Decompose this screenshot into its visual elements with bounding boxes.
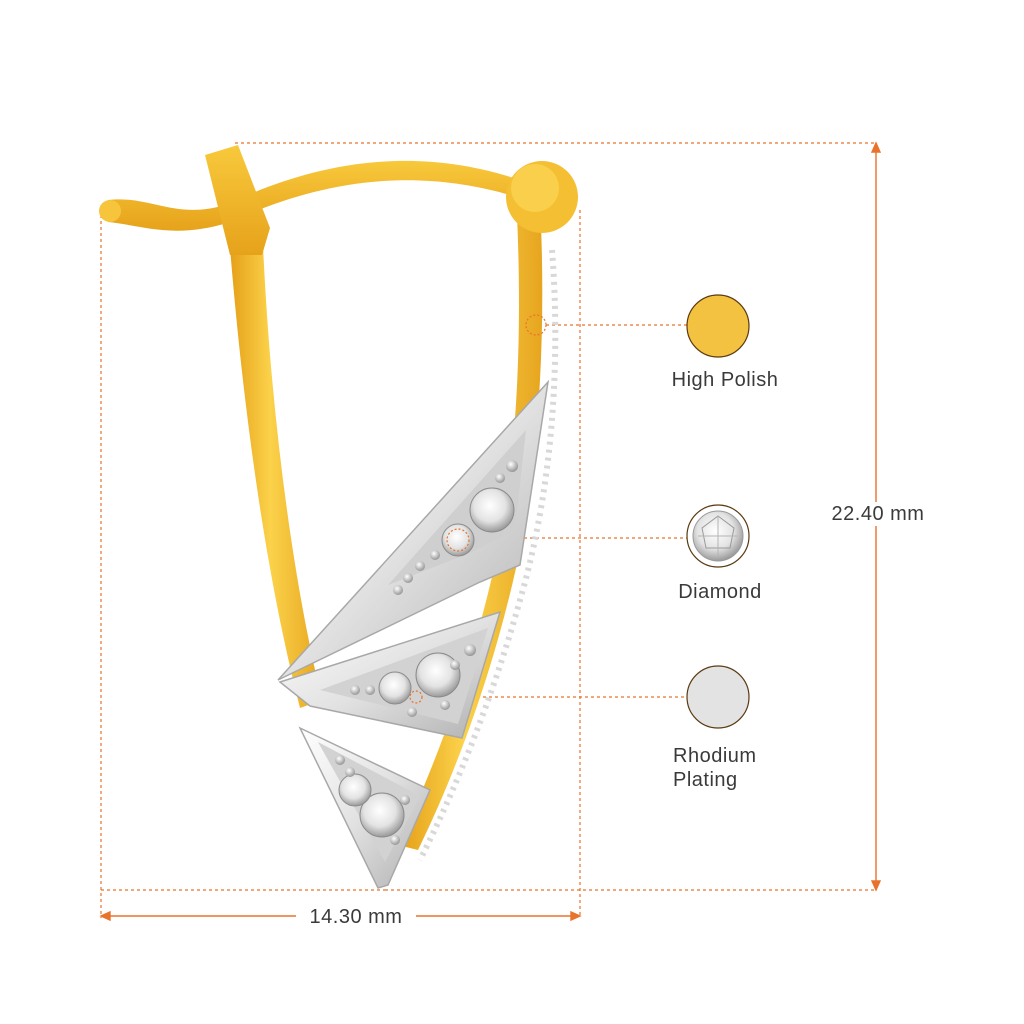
high-polish-label: High Polish [671, 369, 779, 391]
polish-marker-circle [525, 314, 547, 336]
top-ear-wire [108, 160, 520, 231]
latch-bar [205, 145, 270, 255]
legend-swatches [686, 294, 750, 729]
diamond-stone [378, 671, 412, 705]
pointer-markers [409, 314, 547, 704]
diamond-marker-circle [446, 528, 470, 552]
height-dimension-label: 22.40 mm [818, 502, 938, 526]
height-arrow-bottom [870, 880, 882, 892]
rhodium-plating-label: Rhodium Plating [673, 744, 803, 792]
milgrain-beads [335, 460, 518, 845]
rhodium-marker-circle [409, 690, 423, 704]
rhodium-triangle-top [277, 379, 550, 681]
diamond-stone [469, 487, 515, 533]
width-arrow-right [570, 910, 582, 922]
earring-body [99, 145, 578, 889]
height-arrow-top [870, 141, 882, 153]
rhodium-plating-swatch [686, 665, 750, 729]
rhodium-label-line2: Plating [673, 769, 738, 791]
width-arrow-left [99, 910, 111, 922]
diamond-stone [338, 773, 372, 807]
rhodium-label-line1: Rhodium [673, 745, 757, 767]
gold-hoop-left [228, 222, 322, 708]
high-polish-swatch [686, 294, 750, 358]
diamond-stone [415, 652, 461, 698]
back-hoop-edge [417, 249, 559, 862]
diamond-stone [359, 792, 405, 838]
wire-end-cap [99, 200, 121, 222]
hinge-ball-highlight [511, 164, 559, 212]
diamond-swatch [686, 504, 750, 568]
width-dimension-label: 14.30 mm [296, 905, 416, 929]
diamond-label: Diamond [678, 581, 762, 603]
